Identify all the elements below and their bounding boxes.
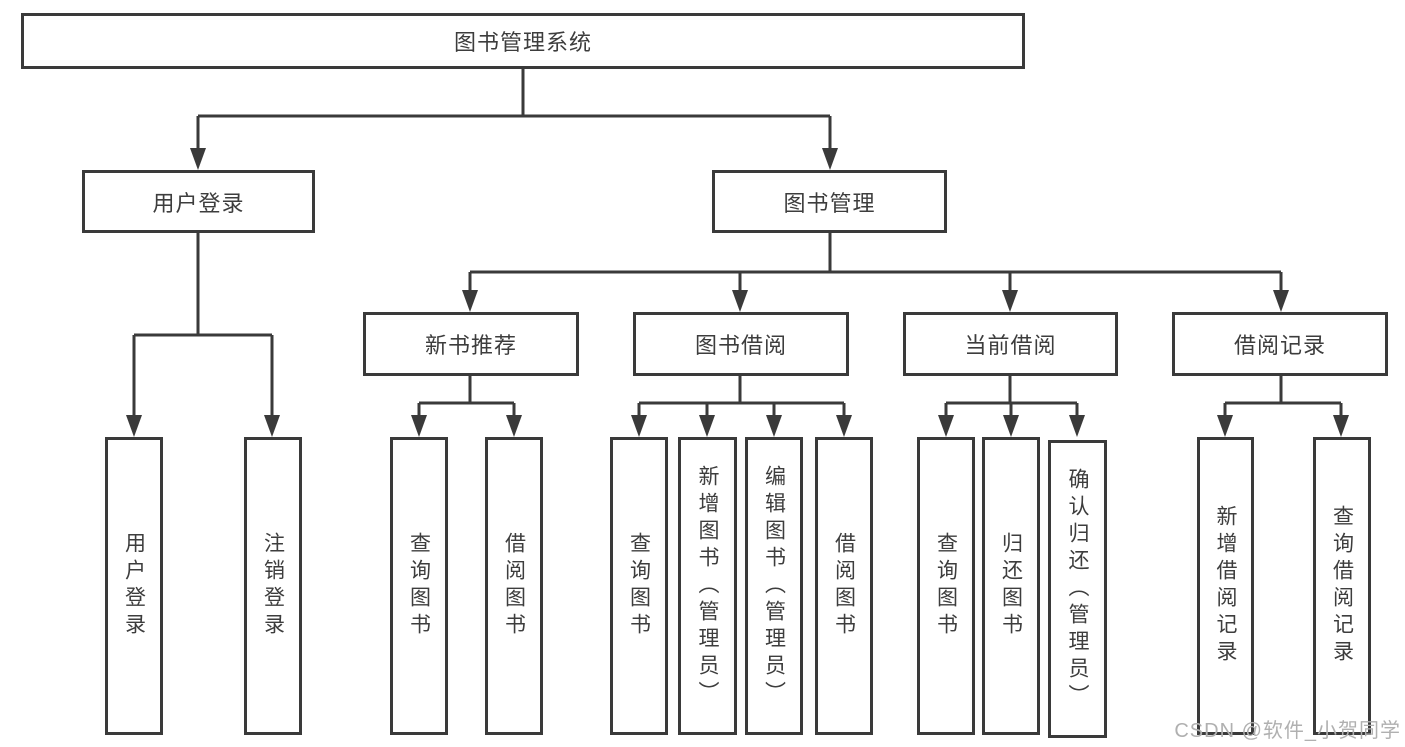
connector-root-to-level2 (190, 69, 838, 170)
connector-borrow-records-children (1217, 376, 1349, 437)
leaf-current-confirm-return-admin: 确认归还（管理员） (1048, 440, 1107, 738)
node-label: 注销登录 (261, 532, 285, 640)
node-label: 查询借阅记录 (1330, 505, 1354, 667)
leaf-recommend-borrow-books: 借阅图书 (485, 437, 543, 735)
node-label: 图书借阅 (694, 333, 787, 358)
node-label: 新增图书（管理员） (696, 464, 719, 708)
leaf-borrowing-add-books-admin: 新增图书（管理员） (678, 437, 737, 735)
node-label: 新书推荐 (424, 333, 517, 358)
node-label: 新增借阅记录 (1214, 505, 1237, 667)
leaf-borrowing-edit-books-admin: 编辑图书（管理员） (745, 437, 803, 735)
node-book-borrowing: 图书借阅 (633, 312, 849, 376)
node-label: 借阅图书 (502, 532, 526, 640)
node-book-management: 图书管理 (712, 170, 947, 233)
leaf-recommend-query-books: 查询图书 (390, 437, 448, 735)
node-label: 查询图书 (627, 532, 651, 640)
leaf-borrowing-query-books: 查询图书 (610, 437, 668, 735)
connector-book-borrowing-children (631, 376, 852, 437)
node-label: 借阅记录 (1233, 333, 1326, 358)
node-system-root: 图书管理系统 (21, 13, 1025, 69)
node-label: 图书管理系统 (453, 30, 592, 55)
csdn-watermark: CSDN @软件_小贺同学 (1174, 720, 1401, 742)
node-label: 归还图书 (999, 532, 1023, 640)
connector-current-borrowing-children (938, 376, 1085, 437)
node-label: 借阅图书 (832, 532, 856, 640)
leaf-current-query-books: 查询图书 (917, 437, 975, 735)
leaf-current-return-books: 归还图书 (982, 437, 1040, 735)
node-label: 当前借阅 (964, 333, 1057, 358)
leaf-user-login: 用户登录 (105, 437, 163, 735)
node-label: 用户登录 (122, 532, 146, 640)
leaf-logout: 注销登录 (244, 437, 302, 735)
node-new-book-recommend: 新书推荐 (363, 312, 579, 376)
node-current-borrowing: 当前借阅 (903, 312, 1118, 376)
node-borrow-records: 借阅记录 (1172, 312, 1388, 376)
node-label: 查询图书 (407, 532, 431, 640)
leaf-records-query-record: 查询借阅记录 (1313, 437, 1371, 735)
connector-new-book-recommend-children (411, 376, 522, 437)
node-label: 查询图书 (934, 532, 958, 640)
leaf-records-add-record: 新增借阅记录 (1197, 437, 1254, 735)
node-label: 编辑图书（管理员） (762, 464, 786, 708)
connector-user-login-children (126, 233, 280, 437)
node-label: 用户登录 (152, 190, 245, 216)
connector-book-management-children (462, 233, 1289, 312)
node-label: 确认归还（管理员） (1066, 467, 1089, 711)
node-label: 图书管理 (783, 190, 876, 216)
node-user-login: 用户登录 (82, 170, 315, 233)
leaf-borrowing-borrow-books: 借阅图书 (815, 437, 873, 735)
